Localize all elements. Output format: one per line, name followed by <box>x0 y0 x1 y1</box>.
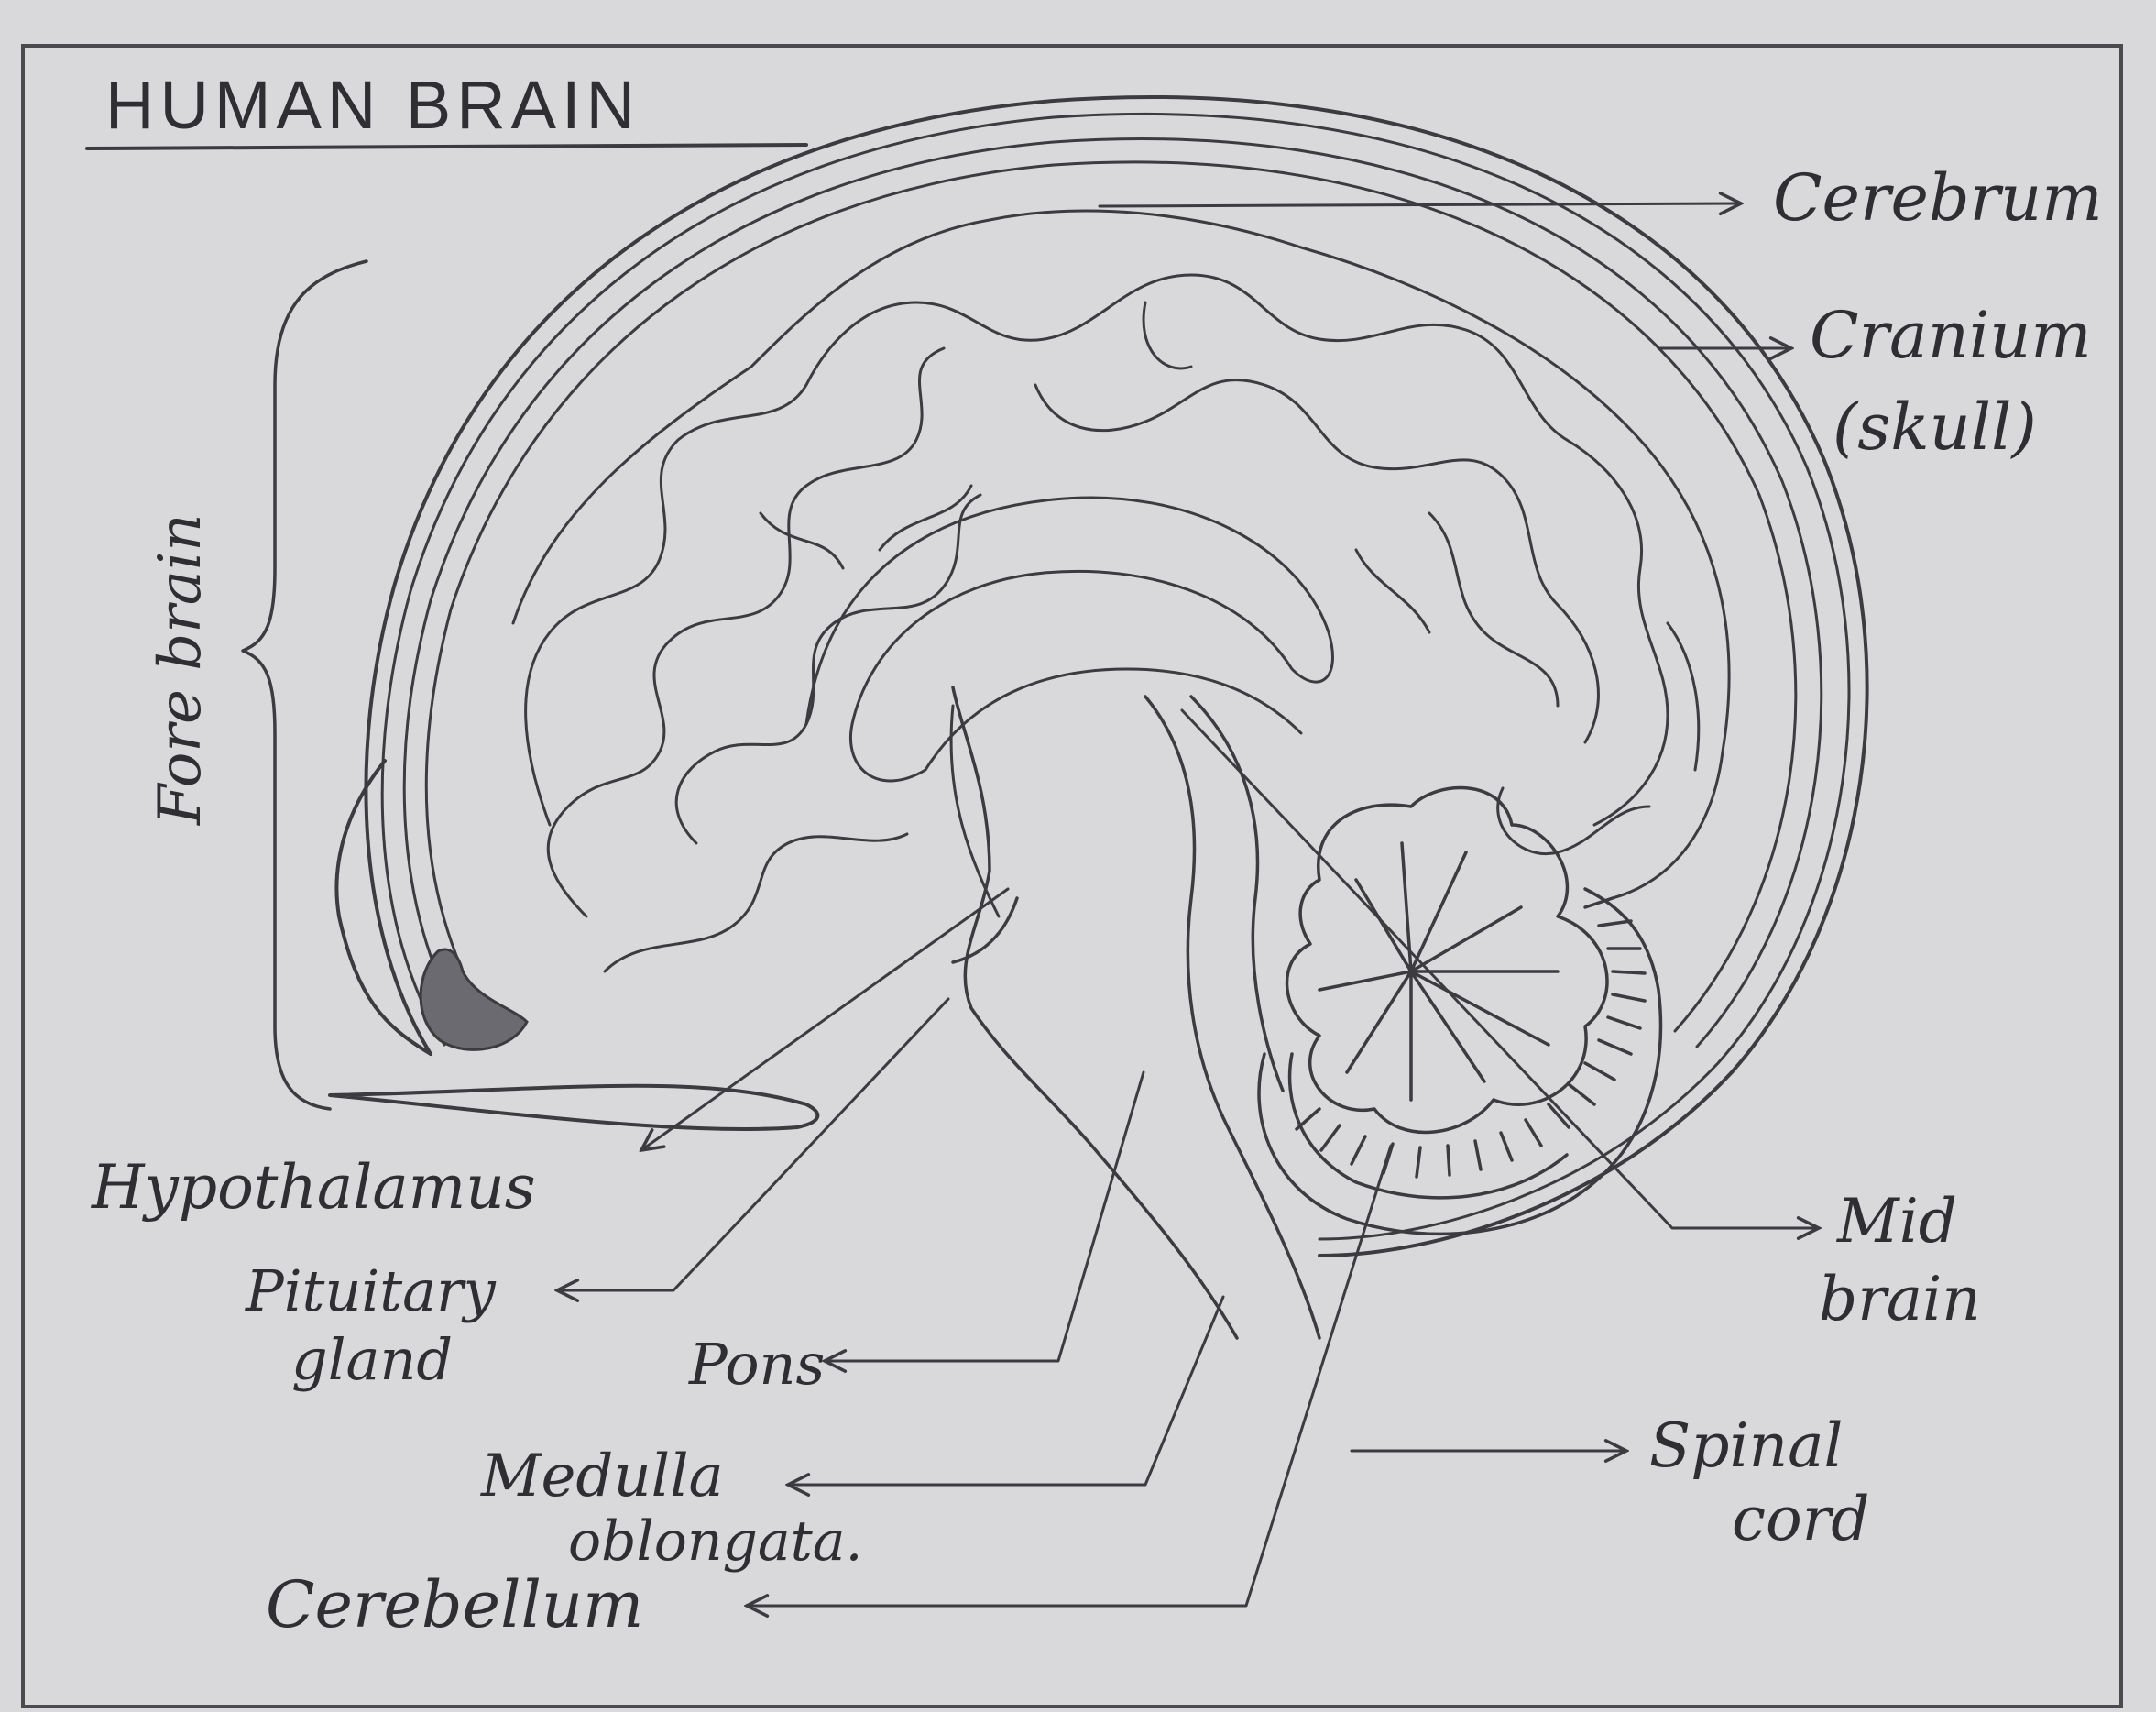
diagram-title: HUMAN BRAIN <box>105 67 640 143</box>
hypothalamus-label: Hypothalamus <box>91 1152 536 1223</box>
forebrain-label: Fore brain <box>147 513 214 826</box>
midbrain-label: Mid <box>1836 1186 1957 1257</box>
cerebrum-label: Cerebrum <box>1773 160 2103 236</box>
cranium-sub-label: (skull) <box>1833 390 2037 465</box>
spinal-sub-label: cord <box>1732 1484 1870 1554</box>
medulla-sub-label: oblongata. <box>568 1509 863 1574</box>
forebrain-brace <box>243 261 367 1109</box>
midbrain-sub-label: brain <box>1819 1264 1981 1334</box>
corpus-callosum <box>806 498 1332 916</box>
cranium-label: Cranium <box>1810 298 2092 373</box>
pituitary-label: Pituitary <box>245 1257 497 1324</box>
title-underline <box>87 145 806 148</box>
eye-socket-shade <box>421 949 527 1049</box>
medulla-label: Medulla <box>480 1443 724 1510</box>
cerebrum-gyri <box>513 211 1729 971</box>
cerebellum-label: Cerebellum <box>266 1567 643 1642</box>
cranium-outline <box>330 97 1867 1256</box>
spinal-label: Spinal <box>1649 1410 1844 1481</box>
brain-stem <box>953 687 1319 1338</box>
pituitary-sub-label: gland <box>291 1326 453 1393</box>
pons-label: Pons <box>688 1331 825 1398</box>
